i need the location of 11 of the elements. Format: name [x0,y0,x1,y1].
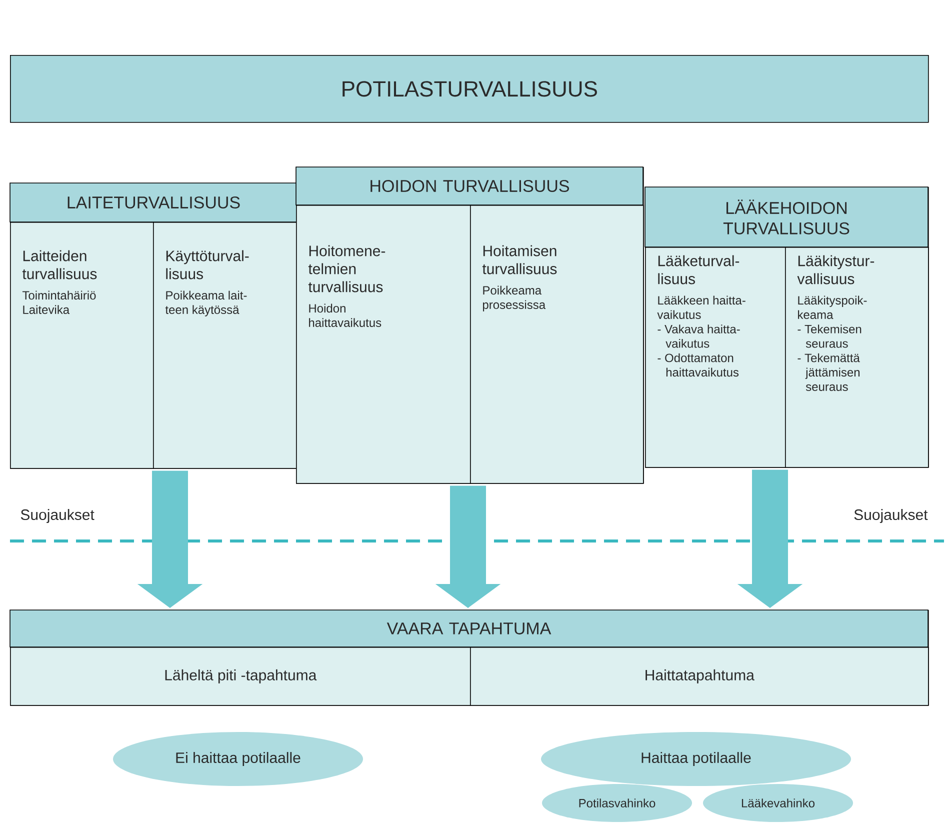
event-cell: Läheltä piti -tapahtuma [10,647,471,706]
category-cell: Lääketurval- lisuus Lääkkeen haitta- vaikutus - Vakava haitta- vaikutus - Odottamaton haittavaikutus [645,247,786,468]
category-cell: Laitteiden turvallisuus Toimintahäiriö Laitevika [10,222,154,469]
barrier-label: Suojaukset [20,509,94,523]
barrier-label: Suojaukset [854,509,928,523]
event-cell: Haittatapahtuma [470,647,929,706]
category-cell: Hoitamisen turvallisuus Poikkeama prosessissa [470,205,644,484]
title-banner: POTILASTURVALLISUUS [10,55,929,123]
category-cell: Lääkitystur- vallisuus Lääkityspoik- keama - Tekemisen seuraus - Tekemättä jättämisen seuraus [785,247,929,468]
category-cell: Käyttöturval- lisuus Poikkeama lait- teen käytössä [153,222,298,469]
category-cell: Hoitomene- telmien turvallisuus Hoidon haittavaikutus [296,205,471,484]
